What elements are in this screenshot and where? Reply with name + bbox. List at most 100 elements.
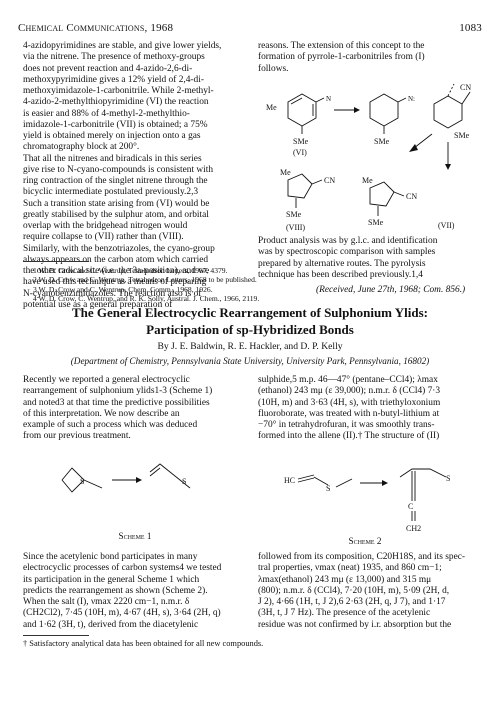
text-line: was by spectroscopic comparison with sam… (258, 247, 436, 258)
article-body-right: followed from its composition, C20H18S, … (258, 552, 478, 631)
text-line: of this interpretation. We now describe … (23, 408, 180, 419)
footnote: † Satisfactory analytical data has been … (23, 639, 264, 648)
text-line: (CH2Cl2), 7·45 (10H, m), 4·67 (4H, s), 3… (23, 608, 221, 619)
label-sme-4: SMe (286, 210, 302, 219)
text-line: Product analysis was by g.l.c. and ident… (258, 236, 438, 246)
text-line: give rise to N-cyano-compounds is consis… (23, 164, 214, 175)
text-line: N-cyanobenzimidazoles. The reaction also… (23, 288, 202, 299)
text-line: (3H, t, J 7 Hz). The presence of the ace… (258, 608, 431, 619)
text-line: potential use as a general preparation o… (23, 299, 173, 310)
text-line: imidazole-1-carbonitrile (VII) is obtain… (23, 119, 208, 130)
svg-text:N: N (326, 95, 331, 103)
nitrene-intermediate: N: SMe (369, 93, 415, 146)
text-line: methoxyimidazole-1-carbonitrile. While 2… (23, 86, 214, 96)
text-line: Similarly, with the benzotriazoles, the … (23, 243, 215, 254)
text-line: When the salt (I), νmax 2220 cm−1, n.m.r… (23, 597, 190, 607)
label-viii: (VIII) (286, 223, 305, 232)
text-line: is easier and 88% of 4-methyl-2-methylth… (23, 108, 190, 119)
article-intro-left: Recently we reported a general electrocy… (23, 375, 246, 443)
label-vii: (VII) (438, 221, 455, 230)
article-title-line-2: Participation of sp-Hybridized Bonds (146, 322, 354, 337)
text-line: followed from its composition, C20H18S, … (258, 552, 466, 562)
label-cn-3: CN (406, 192, 417, 201)
text-line: sulphide,5 m.p. 46—47° (pentane–CCl4); λ… (258, 375, 438, 385)
text-line: and 1·62 (3H, t), derived from the diace… (23, 619, 199, 630)
text-line: Recently we reported a general electrocy… (23, 375, 190, 385)
label-vi: (VI) (293, 148, 307, 157)
text-line: Since the acetylenic bond participates i… (23, 552, 198, 562)
text-line: have used this technique as a means of p… (23, 277, 207, 288)
reference-item: 4 W. D. Crow, C. Wentrup, and R. K. Soll… (33, 293, 260, 303)
label-cn-1: CN (460, 83, 471, 92)
reference-item: 2 W. D. Crow and C. Wentrup, Tetrahedron… (33, 275, 257, 285)
text-line: prepared by alternative routes. The pyro… (258, 258, 426, 269)
label-s2: S (446, 474, 450, 483)
text-line: predicts the rearrangement as shown (Sch… (23, 585, 208, 596)
scheme-2-figure: HC S S C CH2 (284, 468, 450, 533)
scheme-1-figure: S S (61, 463, 191, 493)
text-line: fluoroborate, was treated with n-butyl-l… (258, 408, 440, 419)
article-title-line-1: The General Electrocyclic Rearrangement … (71, 305, 429, 320)
text-line: the other radical site (i.e. the 3a-posi… (23, 266, 210, 276)
label-sme-5: SMe (368, 218, 384, 227)
text-line: residue was not confirmed by i.r. absorp… (258, 619, 452, 630)
svg-text:N:: N: (408, 95, 415, 103)
text-line: 4-azidopyrimidines are stable, and give … (23, 41, 222, 51)
text-line: from our previous treatment. (23, 431, 131, 442)
text-line: (ethanol) 243 mμ (ε 39,000); n.m.r. δ (C… (258, 386, 441, 397)
svg-text:S: S (182, 477, 186, 486)
text-line: rearrangement of sulphonium ylids1-3 (Sc… (23, 386, 213, 397)
label-c: C (408, 502, 413, 511)
reference-item: 1 W. D. Crow and C. Wentrup, Tetrahedron… (33, 266, 228, 275)
text-line: reasons. The extension of this concept t… (258, 41, 425, 51)
reaction-scheme-figure: Me N SMe (VI) N: SMe CN SMe (266, 83, 471, 232)
structure-VIII: Me CN SMe (VIII) (280, 168, 335, 232)
article-authors: By J. E. Baldwin, R. E. Hackler, and D. … (157, 341, 343, 352)
bicyclic-intermediate: CN SMe (433, 83, 471, 140)
text-line: Such a transition state arising from (VI… (23, 198, 210, 209)
prev-article-left-column: 4-azidopyrimidines are stable, and give … (23, 41, 246, 311)
text-line: greatly stabilised by the sulphur atom, … (23, 209, 209, 220)
text-line: yield is obtained merely on injection on… (23, 131, 201, 141)
text-line: −70° in tetrahydrofuran, it was smoothly… (258, 420, 435, 430)
scheme-2-caption: Scheme 2 (348, 536, 382, 546)
text-line: That all the nitrenes and biradicals in … (23, 153, 202, 164)
text-line: example of such a process which was dedu… (23, 420, 198, 430)
text-line: (10H, m) and 3·63 (4H, s), with triethyl… (258, 397, 441, 408)
text-line: formation of pyrrole-1-carbonitriles fro… (258, 52, 425, 63)
page-number: 1083 (459, 22, 482, 34)
label-sme-3: SMe (454, 131, 470, 140)
text-line: formed into the allene (II).† The struct… (258, 431, 440, 442)
text-line: always appears on the carbon atom which … (23, 254, 209, 265)
text-line: require collapse to (VII) rather than (V… (23, 232, 184, 243)
text-line: its participation in the general Scheme … (23, 574, 200, 585)
label-me-3: Me (280, 168, 291, 177)
scheme-1-caption: Scheme 1 (118, 531, 152, 541)
label-me-1: Me (266, 103, 277, 112)
text-line: λmax(ethanol) 243 mμ (ε 13,000) and 315 … (258, 574, 432, 585)
text-line: overlap with the bridgehead nitrogen wou… (23, 221, 188, 231)
prev-article-right-text: Product analysis was by g.l.c. and ident… (258, 236, 478, 281)
article-affiliation: (Department of Chemistry, Pennsylvania S… (70, 356, 430, 366)
text-line: bicyclic intermediate postulated previou… (23, 187, 199, 198)
reference-rule (23, 261, 89, 262)
text-line: ring contraction of the singlet nitrene … (23, 176, 208, 186)
label-sme-2: SMe (374, 137, 390, 146)
svg-text:S: S (80, 477, 84, 486)
structure-VII: Me CN SMe (362, 176, 417, 227)
reference-item: 3 W. D. Crow and C. Wentrup, Chem. Comm.… (33, 284, 213, 294)
received-line: (Received, June 27th, 1968; Com. 856.) (316, 285, 466, 295)
text-line: does not prevent reaction and 4-azido-2,… (23, 63, 193, 74)
text-line: electrocyclic processes of carbon system… (23, 563, 222, 574)
label-ch2: CH2 (406, 524, 421, 533)
text-line: (800); n.m.r. δ (CCl4), 7·20 (10H, m), 5… (258, 585, 450, 596)
text-line: chromatography block at 200°. (23, 142, 140, 153)
label-cn-2: CN (324, 176, 335, 185)
reference-list: 1 W. D. Crow and C. Wentrup, Tetrahedron… (33, 266, 453, 303)
running-header: Chemical Communications, 1968 (18, 22, 174, 34)
text-line: and noted3 at that time the predictive p… (23, 397, 210, 408)
text-line: via the nitrene. The presence of methoxy… (23, 52, 205, 63)
label-me-4: Me (362, 176, 373, 185)
label-s: S (326, 484, 330, 493)
label-hc: HC (284, 476, 295, 485)
